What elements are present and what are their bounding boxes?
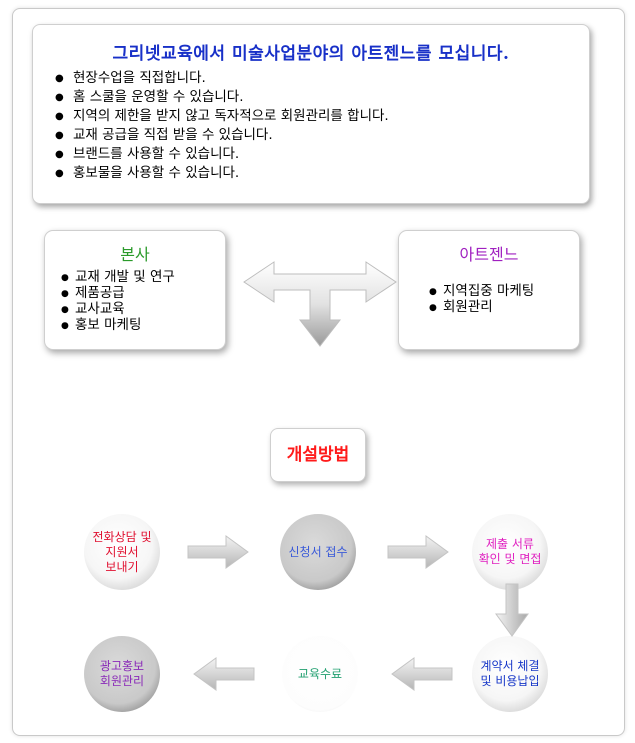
arrow-left-icon <box>193 657 255 691</box>
step-3-label: 제출 서류 <box>486 537 534 551</box>
step-3-circle: 제출 서류 확인 및 면접 <box>472 514 548 590</box>
headquarters-title: 본사 <box>120 245 150 264</box>
artgenne-item: 회원관리 <box>429 299 534 316</box>
intro-bullet: 홍보물을 사용할 수 있습니다. <box>55 164 389 183</box>
intro-bullet: 현장수업을 직접합니다. <box>55 69 389 88</box>
intro-card: 그리넷교육에서 미술사업분야의 아트젠느를 모십니다. 현장수업을 직접합니다.… <box>32 24 590 204</box>
arrow-right-icon <box>187 535 249 569</box>
step-1-label: 지원서 <box>105 544 139 559</box>
step-6-label: 회원관리 <box>99 674 145 688</box>
step-2-circle: 신청서 접수 <box>280 514 356 590</box>
step-2-label: 신청서 접수 <box>288 544 348 559</box>
artgenne-title: 아트젠느 <box>459 245 519 264</box>
step-1-label: 보내기 <box>105 559 139 574</box>
artgenne-box: 아트젠느 지역집중 마케팅 회원관리 <box>398 230 580 350</box>
step-6-label: 광고홍보 <box>99 659 145 673</box>
intro-title: 그리넷교육에서 미술사업분야의 아트젠느를 모십니다. <box>112 44 510 64</box>
headquarters-item: 교재 개발 및 연구 <box>61 269 175 286</box>
three-way-arrow-icon <box>243 261 397 347</box>
step-6-circle: 광고홍보 회원관리 <box>84 636 160 712</box>
step-3-label: 확인 및 면접 <box>478 552 542 566</box>
intro-bullet: 지역의 제한을 받지 않고 독자적으로 회원관리를 합니다. <box>55 107 389 126</box>
step-4-circle: 계약서 체결 및 비용납입 <box>472 636 548 712</box>
step-1-label: 전화상담 및 <box>92 529 152 544</box>
intro-bullet: 브랜드를 사용할 수 있습니다. <box>55 145 389 164</box>
artgenne-item: 지역집중 마케팅 <box>429 283 534 300</box>
intro-bullet-list: 현장수업을 직접합니다. 홈 스쿨을 운영할 수 있습니다. 지역의 제한을 받… <box>55 69 389 183</box>
arrow-left-icon <box>391 657 453 691</box>
arrow-down-icon <box>495 583 529 637</box>
headquarters-item: 제품공급 <box>61 285 175 302</box>
step-1-circle: 전화상담 및 지원서 보내기 <box>84 514 160 590</box>
step-5-label: 교육수료 <box>297 666 343 681</box>
step-4-label: 계약서 체결 <box>480 659 540 673</box>
step-4-label: 및 비용납입 <box>480 674 540 688</box>
arrow-right-icon <box>387 535 449 569</box>
headquarters-box: 본사 교재 개발 및 연구 제품공급 교사교육 홍보 마케팅 <box>44 230 226 350</box>
method-title: 개설방법 <box>270 428 366 482</box>
headquarters-item: 홍보 마케팅 <box>61 317 175 334</box>
step-5-circle: 교육수료 <box>282 636 358 712</box>
intro-bullet: 교재 공급을 직접 받을 수 있습니다. <box>55 126 389 145</box>
headquarters-list: 교재 개발 및 연구 제품공급 교사교육 홍보 마케팅 <box>61 269 175 334</box>
artgenne-list: 지역집중 마케팅 회원관리 <box>429 283 534 316</box>
headquarters-item: 교사교육 <box>61 301 175 318</box>
intro-bullet: 홈 스쿨을 운영할 수 있습니다. <box>55 88 389 107</box>
